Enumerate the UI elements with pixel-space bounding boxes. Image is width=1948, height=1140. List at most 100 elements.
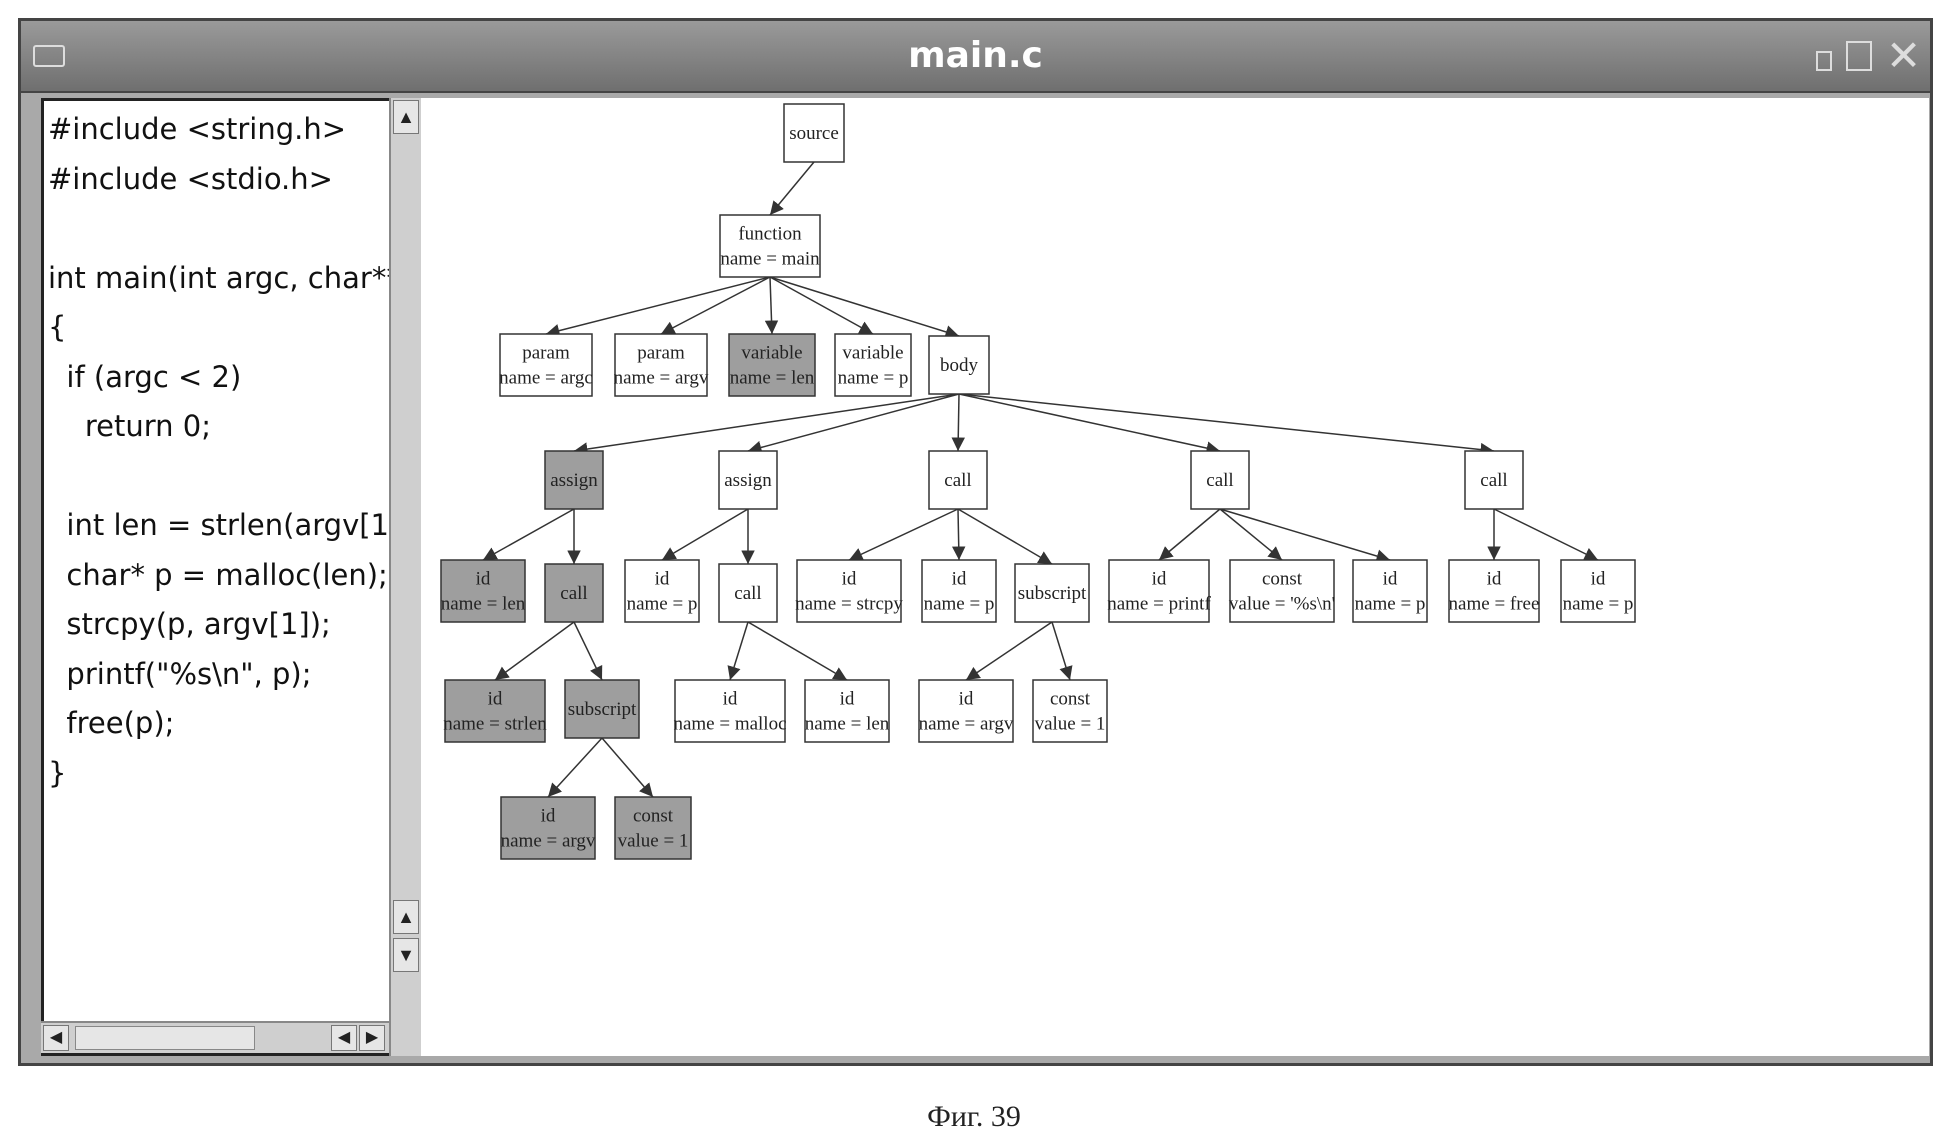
tree-node-id_free[interactable]: idname = free bbox=[1449, 560, 1540, 622]
tree-node-label: name = argv bbox=[501, 831, 596, 852]
tree-edge bbox=[574, 394, 959, 451]
tree-node-id_p2[interactable]: idname = p bbox=[922, 560, 996, 622]
code-editor[interactable]: #include <string.h>#include <stdio.h>int… bbox=[41, 98, 409, 1056]
tree-node-call2[interactable]: call bbox=[1191, 451, 1249, 509]
tree-node-var2[interactable]: variablename = p bbox=[835, 334, 911, 396]
minimize-button[interactable] bbox=[1816, 51, 1832, 71]
tree-edge bbox=[958, 509, 1052, 564]
code-line bbox=[48, 452, 401, 502]
tree-node-label: value = 1 bbox=[618, 831, 689, 852]
tree-node-label: id bbox=[476, 569, 491, 590]
tree-node-subscript1[interactable]: subscript bbox=[1015, 564, 1089, 622]
tree-edge bbox=[959, 394, 1220, 451]
tree-node-var1[interactable]: variable name = len bbox=[729, 334, 815, 396]
tree-node-label: name = p bbox=[1563, 594, 1634, 615]
tree-node-label: source bbox=[789, 123, 839, 144]
tree-node-label: id bbox=[952, 569, 967, 590]
code-horizontal-scrollbar[interactable]: ◀ ◀ ▶ bbox=[41, 1021, 389, 1053]
tree-node-label: id bbox=[488, 689, 503, 710]
tree-edge bbox=[1220, 509, 1390, 560]
syntax-tree-view[interactable]: sourcefunctionname = mainparamname = arg… bbox=[421, 98, 1929, 1056]
tree-edge bbox=[958, 394, 959, 451]
code-line: if (argc < 2) bbox=[48, 353, 401, 403]
title-bar[interactable]: main.c ✕ bbox=[21, 21, 1930, 93]
tree-node-id_strcpy[interactable]: idname = strcpy bbox=[795, 560, 903, 622]
tree-node-id_malloc[interactable]: idname = malloc bbox=[673, 680, 786, 742]
code-line: #include <string.h> bbox=[48, 105, 401, 155]
scroll-down-button[interactable]: ▼ bbox=[393, 938, 419, 972]
tree-node-id_strlen[interactable]: id name = strlen bbox=[443, 680, 547, 742]
tree-node-label: name = argv bbox=[919, 714, 1014, 735]
tree-node-id_argv2[interactable]: id name = argv bbox=[501, 797, 596, 859]
code-line: strcpy(p, argv[1]); bbox=[48, 600, 401, 650]
tree-node-label: id bbox=[959, 689, 974, 710]
tree-node-label: subscript bbox=[568, 699, 637, 720]
tree-node-label: name = strlen bbox=[443, 714, 547, 735]
close-icon: ✕ bbox=[1886, 31, 1921, 80]
scroll-left-button-edge[interactable]: ◀ bbox=[43, 1025, 69, 1051]
tree-node-call1[interactable]: call bbox=[929, 451, 987, 509]
tree-edge bbox=[548, 738, 602, 797]
tree-node-label: id bbox=[655, 569, 670, 590]
scroll-up-button-lower[interactable]: ▲ bbox=[393, 900, 419, 934]
tree-node-label: name = p bbox=[838, 368, 909, 389]
code-line: int len = strlen(argv[1] bbox=[48, 501, 401, 551]
tree-node-param2[interactable]: paramname = argv bbox=[614, 334, 709, 396]
tree-node-label: value = '%s\n' bbox=[1229, 594, 1335, 615]
tree-node-label: name = main bbox=[720, 249, 820, 270]
tree-node-id_p4[interactable]: idname = p bbox=[1561, 560, 1635, 622]
code-vertical-scrollbar[interactable]: ▲ ▲ ▼ bbox=[389, 98, 421, 1056]
arrow-right-icon: ▶ bbox=[366, 1029, 378, 1046]
tree-node-const2[interactable]: const value = 1 bbox=[615, 797, 691, 859]
tree-node-call_a1[interactable]: call bbox=[545, 564, 603, 622]
tree-node-label: const bbox=[633, 806, 674, 827]
tree-node-id_p3[interactable]: idname = p bbox=[1353, 560, 1427, 622]
code-line: free(p); bbox=[48, 699, 401, 749]
tree-node-label: id bbox=[1152, 569, 1167, 590]
arrow-down-icon: ▼ bbox=[397, 945, 415, 965]
horizontal-scroll-thumb[interactable] bbox=[75, 1026, 255, 1050]
tree-node-label: id bbox=[541, 806, 556, 827]
tree-node-assign2[interactable]: assign bbox=[719, 451, 777, 509]
tree-edge bbox=[770, 277, 772, 334]
code-lines: #include <string.h>#include <stdio.h>int… bbox=[48, 105, 401, 798]
tree-node-label: const bbox=[1262, 569, 1303, 590]
tree-node-label: name = len bbox=[730, 368, 815, 389]
scroll-right-button[interactable]: ▶ bbox=[359, 1025, 385, 1051]
tree-node-id_len[interactable]: idname = len bbox=[441, 560, 526, 622]
tree-node-id_argv1[interactable]: id name = argv bbox=[919, 680, 1014, 742]
tree-node-label: assign bbox=[724, 470, 772, 491]
window-title: main.c bbox=[21, 21, 1930, 91]
tree-node-label: name = len bbox=[805, 714, 890, 735]
code-line: char* p = malloc(len); bbox=[48, 551, 401, 601]
tree-node-const_fmt[interactable]: const value = '%s\n' bbox=[1229, 560, 1335, 622]
tree-node-label: name = argc bbox=[499, 368, 593, 389]
tree-node-call_a2[interactable]: call bbox=[719, 564, 777, 622]
tree-edge bbox=[770, 162, 814, 215]
tree-edge bbox=[958, 509, 959, 560]
tree-node-call3[interactable]: call bbox=[1465, 451, 1523, 509]
close-button[interactable]: ✕ bbox=[1886, 41, 1916, 71]
scroll-left-button[interactable]: ◀ bbox=[331, 1025, 357, 1051]
tree-node-id_p1[interactable]: id name = p bbox=[625, 560, 699, 622]
tree-node-subscript2[interactable]: subscript bbox=[565, 680, 639, 738]
tree-node-source[interactable]: source bbox=[784, 104, 844, 162]
tree-node-body[interactable]: body bbox=[929, 336, 989, 394]
tree-node-label: name = printf bbox=[1107, 594, 1211, 615]
arrow-left-icon: ◀ bbox=[50, 1029, 62, 1046]
tree-node-label: variable bbox=[741, 343, 802, 364]
tree-node-id_printf[interactable]: id name = printf bbox=[1107, 560, 1211, 622]
tree-node-id_len2[interactable]: idname = len bbox=[805, 680, 890, 742]
tree-edge bbox=[748, 622, 847, 680]
tree-node-assign1[interactable]: assign bbox=[545, 451, 603, 509]
tree-node-function[interactable]: functionname = main bbox=[720, 215, 820, 277]
tree-edge bbox=[662, 509, 748, 560]
scroll-up-button[interactable]: ▲ bbox=[393, 100, 419, 134]
tree-edge bbox=[1159, 509, 1220, 560]
tree-edge bbox=[602, 738, 653, 797]
tree-edge bbox=[770, 277, 959, 336]
maximize-button[interactable] bbox=[1846, 41, 1872, 71]
tree-node-param1[interactable]: paramname = argc bbox=[499, 334, 593, 396]
tree-node-label: name = p bbox=[627, 594, 698, 615]
tree-node-const1[interactable]: constvalue = 1 bbox=[1033, 680, 1107, 742]
